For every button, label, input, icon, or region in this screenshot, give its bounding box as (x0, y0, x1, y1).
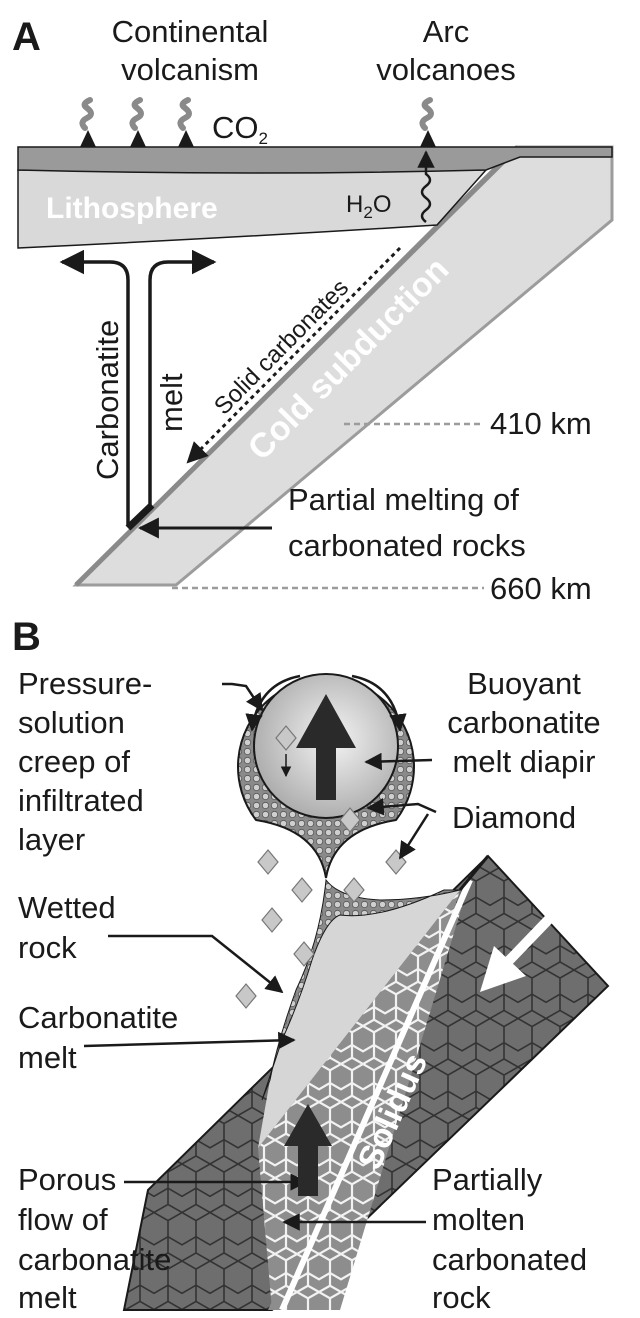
buoyant-diapir-label-1: Buoyant (467, 666, 581, 701)
buoyant-diapir-label-3: melt diapir (453, 744, 596, 779)
panel-b-letter: B (12, 615, 41, 659)
wetted-rock-rim (261, 878, 461, 1101)
melting-zone (125, 502, 155, 531)
pressure-solution-label-3: creep of (18, 744, 130, 779)
diamond-pointer-2 (398, 813, 430, 860)
arc-volcanoes-label-1: Arc (423, 14, 470, 49)
porous-flow-arrow (284, 1104, 332, 1196)
crust-layer (17, 146, 613, 174)
carbonatite-label: Carbonatite (90, 320, 125, 480)
panel-a-letter: A (12, 15, 41, 59)
diamond-trail (235, 807, 407, 1009)
arc-volcano (419, 97, 436, 147)
porous-flow-label-4: melt (18, 1280, 77, 1315)
wetted-rock-label-1: Wetted (18, 890, 116, 925)
diamond-pointer-1 (366, 798, 437, 816)
pressure-solution-label-4: infiltrated (18, 783, 144, 818)
pressure-solution-arrow-right (351, 674, 407, 732)
carbonatite-melt-label-1: Carbonatite (18, 1000, 178, 1035)
depth-660-label: 660 km (490, 571, 592, 606)
buoyant-diapir-label-2: carbonatite (447, 705, 600, 740)
wetted-rock-label-2: rock (18, 930, 77, 965)
carbonatite-melt-region (258, 880, 460, 1148)
wetted-rock-pointer (108, 934, 284, 994)
partially-molten-label-3: carbonated (432, 1242, 587, 1277)
arc-volcanoes-label-2: volcanoes (376, 52, 516, 87)
continental-volcano-3 (177, 97, 194, 147)
lithosphere-label: Lithosphere (46, 192, 218, 225)
porous-flow-label-2: flow of (18, 1202, 108, 1237)
pressure-solution-pointer (222, 682, 264, 712)
melt-label: melt (154, 373, 189, 432)
h2o-rise-path (417, 150, 435, 223)
buoyancy-arrow (296, 694, 356, 800)
continental-volcanism-label-1: Continental (112, 14, 269, 49)
pressure-solution-label-5: layer (18, 822, 85, 857)
solid-carbonates-arrow (186, 246, 402, 464)
h2o-label: H2O (346, 191, 391, 222)
carbonatite-melt-arrow-left (59, 249, 130, 525)
pressure-solution-label-2: solution (18, 705, 125, 740)
diamond-label: Diamond (452, 800, 576, 835)
pressure-solution-arrow-left (245, 674, 301, 732)
panel-a: A Continental volcanism Arc volcanoes (12, 14, 614, 606)
panel-b: B Solidus (12, 615, 610, 1315)
partial-melting-label-1: Partial melting of (288, 482, 519, 517)
buoyant-diapir-pointer (364, 752, 433, 771)
diamond-in-diapir (275, 725, 297, 778)
solidus-line (279, 878, 473, 1312)
continental-volcano-1 (79, 97, 96, 147)
partially-molten-label-2: molten (432, 1202, 525, 1237)
carbonatite-melt-arrow-right (148, 249, 217, 510)
porous-melt-channel-lower (258, 890, 460, 1310)
pressure-solution-label-1: Pressure- (18, 666, 152, 701)
partial-melting-label-2: carbonated rocks (288, 528, 526, 563)
slab-direction-arrowhead (480, 946, 526, 992)
partially-molten-label-4: rock (432, 1280, 491, 1315)
continental-volcanism-label-2: volcanism (121, 52, 259, 87)
porous-flow-label-3: carbonatite (18, 1242, 171, 1277)
co2-label: CO2 (212, 110, 268, 148)
lithosphere-layer (17, 169, 488, 249)
continental-volcano-2 (129, 97, 146, 147)
porous-flow-label-1: Porous (18, 1162, 116, 1197)
carbonatite-melt-pointer (83, 1031, 296, 1050)
carbonatite-melt-label-2: melt (18, 1040, 77, 1075)
depth-410-label: 410 km (490, 406, 592, 441)
slab-top-edge (458, 855, 490, 891)
partially-molten-label-1: Partially (432, 1162, 543, 1197)
